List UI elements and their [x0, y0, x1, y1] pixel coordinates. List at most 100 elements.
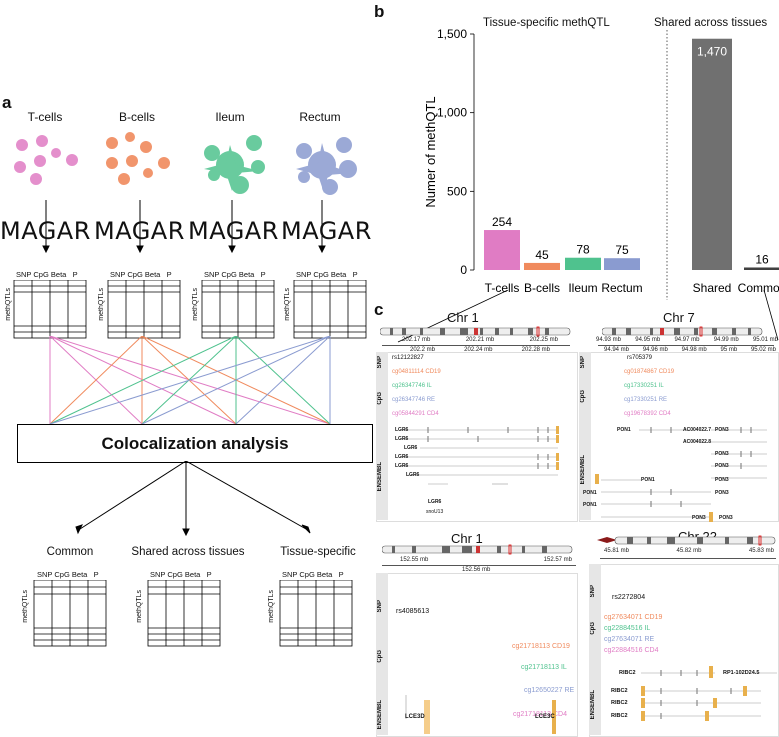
col-snp: SNP [282, 570, 298, 579]
scale-tick: 94.96 mb [642, 347, 668, 353]
gene-label: LGR6 [406, 472, 420, 478]
track-label-snp: SNP [590, 585, 596, 598]
col-cpg: CpG [167, 570, 183, 579]
track-label-snp: SNP [580, 356, 586, 369]
col-p: P [352, 270, 358, 279]
methqtl-tables-grid [13, 280, 367, 339]
chromosome-ideogram [597, 535, 776, 546]
bar-value-label: 1,470 [697, 45, 727, 59]
x-tick-label: Common [738, 281, 779, 295]
col-snp: SNP [150, 570, 166, 579]
gene-label: PON3 [719, 515, 733, 521]
gene-label: PON3 [692, 515, 706, 521]
rectum-tissue-icon [296, 137, 357, 195]
gene-label: RIBC2 [611, 688, 628, 694]
cell-label-ileum: Ileum [215, 110, 245, 124]
gene-label: LGR6 [395, 454, 409, 460]
cpg-label: cg26347746 IL [392, 383, 432, 389]
col-snp: SNP [110, 270, 126, 279]
snp-id: rs4085613 [396, 608, 430, 615]
cpg-label: cg01874867 CD19 [624, 369, 675, 375]
cpg-label: cg21718113 CD4 [513, 711, 567, 718]
track-label-ensembl: ENSEMBL [377, 462, 383, 492]
gene-label: LGR6 [428, 499, 442, 505]
y-axis-label: Numer of methQTL [423, 96, 438, 207]
col-p: P [72, 270, 78, 279]
gene-models [641, 666, 777, 721]
gene-label: LGR6 [395, 427, 409, 433]
col-cpg: CpG [299, 570, 315, 579]
scale-tick: 202.21 mb [465, 337, 495, 343]
col-snp: SNP [37, 570, 53, 579]
gene-models [405, 695, 556, 734]
cpg-label: cg17330251 IL [624, 383, 664, 389]
gene-label: PON3 [715, 427, 729, 433]
panel-c-letter: c [374, 300, 384, 319]
bar-value-label: 75 [615, 243, 629, 257]
col-p: P [260, 270, 266, 279]
panel-a-letter: a [2, 93, 12, 112]
panel-b-letter: b [374, 2, 385, 21]
col-p: P [338, 570, 344, 579]
magar-label-4: MAGAR [281, 217, 372, 245]
bar-rectum [604, 258, 640, 270]
gene-label: RP1-102D24.5 [723, 670, 760, 676]
scale-tick: 202.17 mb [402, 337, 431, 343]
colocalization-links [49, 336, 331, 425]
tcell-cluster-icon [14, 135, 78, 185]
gene-label: PON1 [583, 490, 597, 496]
col-snp: SNP [204, 270, 220, 279]
col-cpg: CpG [221, 270, 237, 279]
track-label-cpg: CpG [377, 650, 383, 663]
scale-tick: 152.55 mb [400, 557, 429, 563]
scale-tick: 95.01 mb [752, 337, 778, 343]
gene-label: PON3 [715, 463, 729, 469]
chr-title: Chr 1 [447, 310, 479, 325]
chr-title: Chr 7 [663, 310, 695, 325]
bar-shared [692, 38, 732, 270]
bar-value-label: 45 [535, 248, 549, 262]
result-tables-grid [33, 580, 353, 647]
cpg-label: cg17330251 RE [624, 397, 668, 403]
gene-label: PON1 [583, 502, 597, 508]
snp-id: rs705379 [627, 355, 653, 361]
bar-value-label: 78 [576, 243, 590, 257]
track-label-ensembl: ENSEMBL [590, 690, 596, 720]
gene-label: RIBC2 [611, 700, 628, 706]
track-label-snp: SNP [377, 356, 383, 369]
bar-common [744, 267, 779, 270]
scale-tick: 95.02 mb [750, 347, 776, 353]
chromosome-ideogram [382, 544, 573, 555]
group-shared-label: Shared across tissues [654, 17, 768, 29]
cell-label-rectum: Rectum [299, 110, 341, 124]
gene-label: LCE3D [405, 714, 425, 720]
col-beta: Beta [184, 570, 201, 579]
gene-label: PON3 [715, 451, 729, 457]
col-snp: SNP [16, 270, 32, 279]
col-beta: Beta [71, 570, 88, 579]
col-beta: Beta [50, 270, 67, 279]
x-tick-label: B-cells [524, 281, 560, 295]
gene-label: LCE3C [535, 714, 555, 720]
cpg-label: cg21718113 IL [521, 664, 567, 671]
col-beta: Beta [238, 270, 255, 279]
scale-tick: 152.56 mb [462, 567, 491, 573]
gene-models [402, 426, 559, 485]
scale-tick: 45.81 mb [604, 548, 630, 554]
category-common: Common [46, 546, 94, 558]
cell-label-bcells: B-cells [118, 110, 155, 124]
scale-tick: 152.57 mb [543, 557, 572, 563]
col-p: P [206, 570, 212, 579]
cpg-label: cg22884516 CD4 [604, 647, 659, 654]
category-tissue-specific: Tissue-specific [280, 546, 356, 558]
gene-label: snoU13 [426, 509, 444, 515]
y-tick-label: 1,500 [437, 27, 467, 41]
gene-models [595, 427, 767, 522]
snp-id: rs2272804 [612, 594, 646, 601]
scale-tick: 95 mb [720, 347, 738, 353]
gene-label: RIBC2 [611, 713, 628, 719]
magar-label-2: MAGAR [94, 217, 185, 245]
scale-tick: 94.97 mb [674, 337, 700, 343]
col-beta: Beta [144, 270, 161, 279]
